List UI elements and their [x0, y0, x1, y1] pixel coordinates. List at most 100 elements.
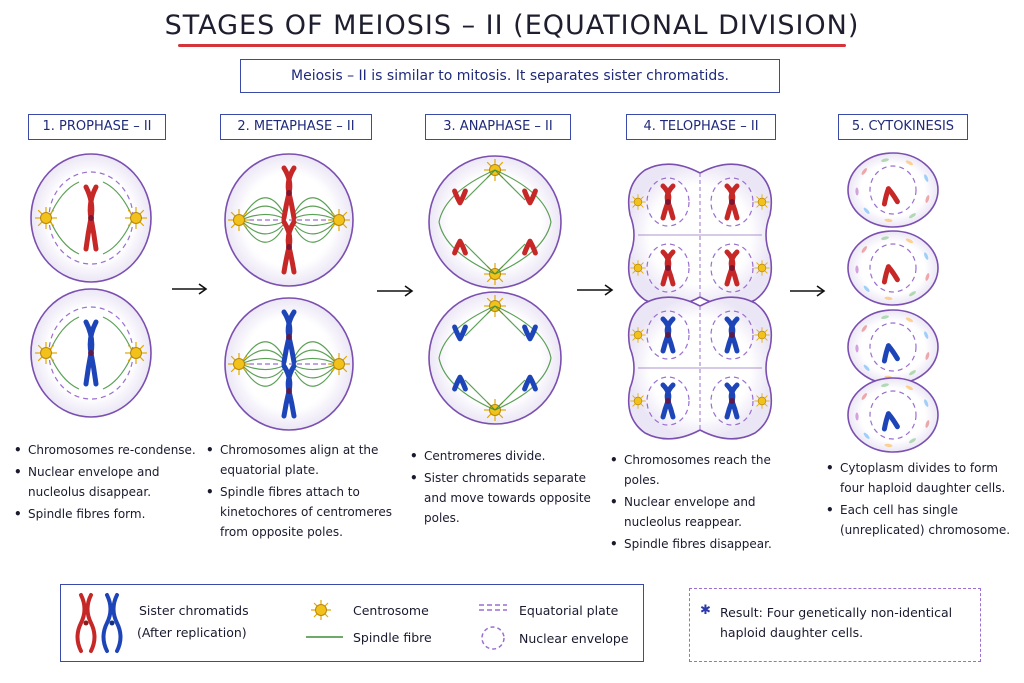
spindle-fibre [464, 169, 496, 201]
centrosome-icon [125, 342, 147, 364]
spindle-fibre [294, 363, 338, 379]
chromosome [660, 183, 676, 221]
organelle [909, 213, 916, 219]
note-item: Centromeres divide. [410, 446, 600, 466]
organelle [881, 236, 889, 241]
nuclear-envelope [646, 243, 690, 293]
stage-label-telophase: 4. TELOPHASE – II [626, 114, 776, 140]
page-title: STAGES OF MEIOSIS – II (EQUATIONAL DIVIS… [164, 10, 860, 41]
chromosome [83, 319, 99, 387]
organelle [855, 344, 859, 353]
note-item: Chromosomes reach the poles. [610, 450, 805, 490]
stage-label-metaphase: 2. METAPHASE – II [220, 114, 372, 140]
legend-envelope-icon [481, 626, 505, 650]
nuclear-envelope [869, 165, 917, 215]
arrow-head-icon [604, 284, 614, 296]
arrow-head-icon [404, 285, 414, 297]
organelle [909, 370, 916, 376]
spindle-fibre [494, 169, 526, 201]
spindle-fibre [240, 219, 284, 235]
organelle [925, 420, 930, 428]
result-text: Result: Four genetically non-identical h… [720, 605, 953, 640]
chromosome [281, 165, 297, 221]
note-item: Nuclear envelope and nucleolus disappear… [14, 462, 204, 502]
organelle [881, 383, 889, 388]
chromosome [724, 382, 740, 420]
centrosome-icon [328, 209, 350, 231]
chromatid [452, 238, 468, 256]
note-item: Spindle fibres attach to kinetochores of… [206, 482, 401, 542]
centrosome-icon [630, 194, 646, 210]
organelle [863, 364, 870, 371]
centrosome-icon [228, 209, 250, 231]
chromosome [281, 309, 297, 365]
organelle [924, 174, 929, 182]
centrosome-icon [328, 353, 350, 375]
centrosome-icon [754, 327, 770, 343]
nuclear-envelope [710, 177, 754, 227]
daughter-cell [847, 230, 939, 306]
spindle-fibre [464, 243, 496, 275]
centrosome-icon [125, 207, 147, 229]
chromosome [724, 316, 740, 354]
centrosome-icon [630, 327, 646, 343]
chromatid [452, 188, 468, 206]
nuclear-envelope [869, 390, 917, 440]
note-item: Chromosomes re-condense. [14, 440, 204, 460]
note-item: Spindle fibres disappear. [610, 534, 805, 554]
note-item: Each cell has single (unreplicated) chro… [826, 500, 1014, 540]
legend-sister-chromatids: Sister chromatids [139, 603, 249, 618]
chromosome [281, 363, 297, 419]
chromatid [881, 264, 900, 285]
legend-equatorial-plate: Equatorial plate [519, 603, 619, 618]
spindle-fibre [240, 205, 284, 221]
organelle [884, 443, 893, 448]
chromosome [724, 249, 740, 287]
centrosome-icon [35, 342, 57, 364]
spindle-fibre [294, 349, 338, 365]
organelle [863, 432, 870, 439]
note-item: Cytoplasm divides to form four haploid d… [826, 458, 1014, 498]
spindle-fibre [494, 305, 526, 337]
organelle [861, 393, 868, 400]
organelle [909, 438, 916, 444]
note-item: Chromosomes align at the equatorial plat… [206, 440, 401, 480]
stage-label-anaphase: 3. ANAPHASE – II [425, 114, 571, 140]
asterisk-icon: ✱ [700, 603, 711, 618]
organelle [909, 291, 916, 297]
spindle-fibre [294, 205, 338, 221]
legend-centrosome-icon [311, 600, 331, 620]
organelle [881, 158, 889, 163]
note-item: Nuclear envelope and nucleolus reappear. [610, 492, 805, 532]
legend-spindle-fibre: Spindle fibre [353, 630, 432, 645]
organelle [863, 207, 870, 214]
chromosome [724, 183, 740, 221]
daughter-cell [847, 152, 939, 228]
nuclear-envelope [646, 177, 690, 227]
organelle [855, 187, 859, 196]
centrosome-icon [630, 260, 646, 276]
centrosome-icon [754, 260, 770, 276]
chromatid [881, 186, 900, 207]
organelle [924, 331, 929, 339]
legend-symbols [75, 593, 507, 653]
spindle-fibre [494, 243, 526, 275]
spindle-fibre [464, 305, 496, 337]
notes-telophase: Chromosomes reach the poles. Nuclear env… [610, 450, 805, 556]
legend-nuclear-envelope: Nuclear envelope [519, 631, 629, 646]
daughter-cell [847, 309, 939, 385]
spindle-fibre [240, 349, 284, 365]
nuclear-envelope [710, 310, 754, 360]
subtitle-box: Meiosis – II is similar to mitosis. It s… [240, 59, 780, 93]
chromatid [522, 188, 538, 206]
note-item: Spindle fibres form. [14, 504, 204, 524]
organelle [861, 246, 868, 253]
organelle [861, 168, 868, 175]
centrosome-icon [228, 353, 250, 375]
organelle [925, 352, 930, 360]
chromatid [881, 343, 900, 364]
organelle [884, 296, 893, 301]
spindle-fibre [240, 363, 284, 379]
legend-centrosome: Centrosome [353, 603, 429, 618]
nuclear-envelope [869, 322, 917, 372]
